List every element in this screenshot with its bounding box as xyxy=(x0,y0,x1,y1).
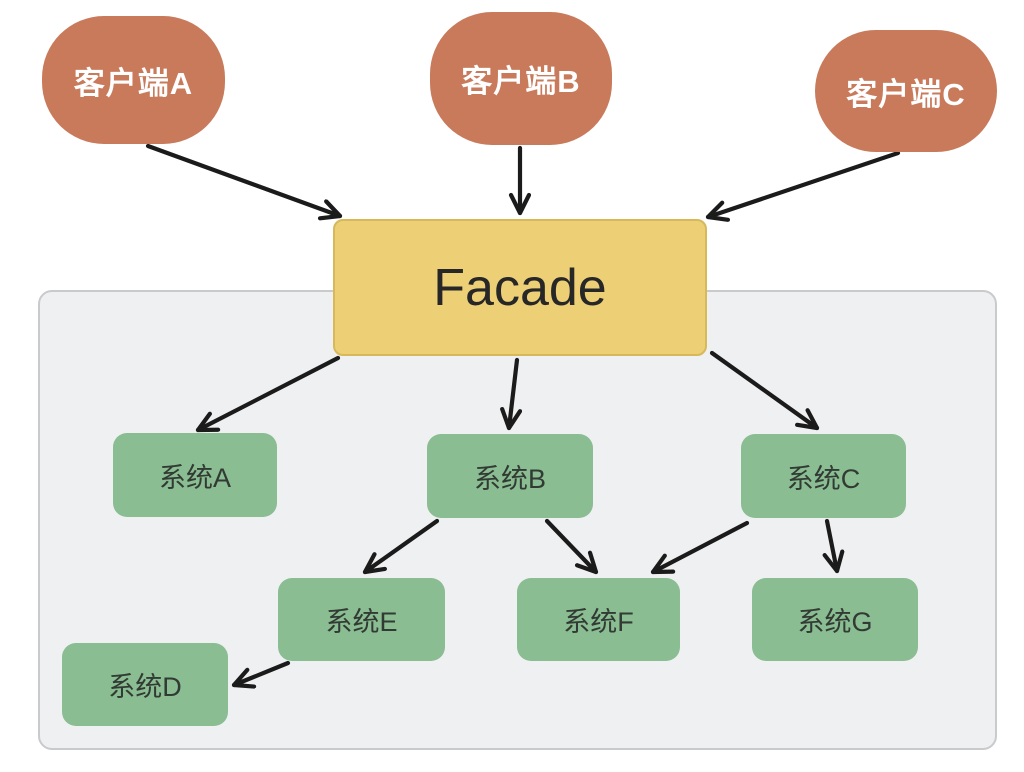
system-a-node: 系统A xyxy=(113,433,277,517)
client-a-node: 客户端A xyxy=(42,16,225,144)
system-d-label: 系统D xyxy=(108,672,182,702)
arrow-sys_c-to-sys_f xyxy=(650,520,750,575)
arrow-client_c-to-facade xyxy=(705,150,901,217)
system-e-node: 系统E xyxy=(278,578,445,661)
client-b-label: 客户端B xyxy=(461,64,581,99)
system-c-label: 系统C xyxy=(786,463,861,494)
arrow-sys_b-to-sys_f xyxy=(544,518,599,575)
system-f-node: 系统F xyxy=(517,578,680,661)
arrow-sys_c-to-sys_g xyxy=(827,518,837,574)
system-g-node: 系统G xyxy=(752,578,918,661)
client-c-node: 客户端C xyxy=(815,30,997,152)
client-c-label: 客户端C xyxy=(846,76,966,112)
system-a-label: 系统A xyxy=(158,462,231,493)
system-f-label: 系统F xyxy=(563,607,634,637)
arrow-sys_e-to-sys_d xyxy=(231,660,291,685)
facade-node: Facade xyxy=(333,219,707,356)
facade-label: Facade xyxy=(433,258,607,317)
system-c-node: 系统C xyxy=(741,434,906,518)
system-d-node: 系统D xyxy=(62,643,228,726)
system-e-label: 系统E xyxy=(325,607,398,637)
arrow-sys_b-to-sys_e xyxy=(362,518,440,575)
arrow-facade-to-sys_b xyxy=(509,357,517,431)
system-b-node: 系统B xyxy=(427,434,593,518)
system-b-label: 系统B xyxy=(473,463,546,494)
client-a-label: 客户端A xyxy=(73,65,194,101)
arrow-facade-to-sys_c xyxy=(709,350,820,431)
client-b-node: 客户端B xyxy=(430,12,612,145)
arrow-client_a-to-facade xyxy=(145,143,343,216)
arrow-facade-to-sys_a xyxy=(195,355,341,433)
system-g-label: 系统G xyxy=(797,607,873,637)
